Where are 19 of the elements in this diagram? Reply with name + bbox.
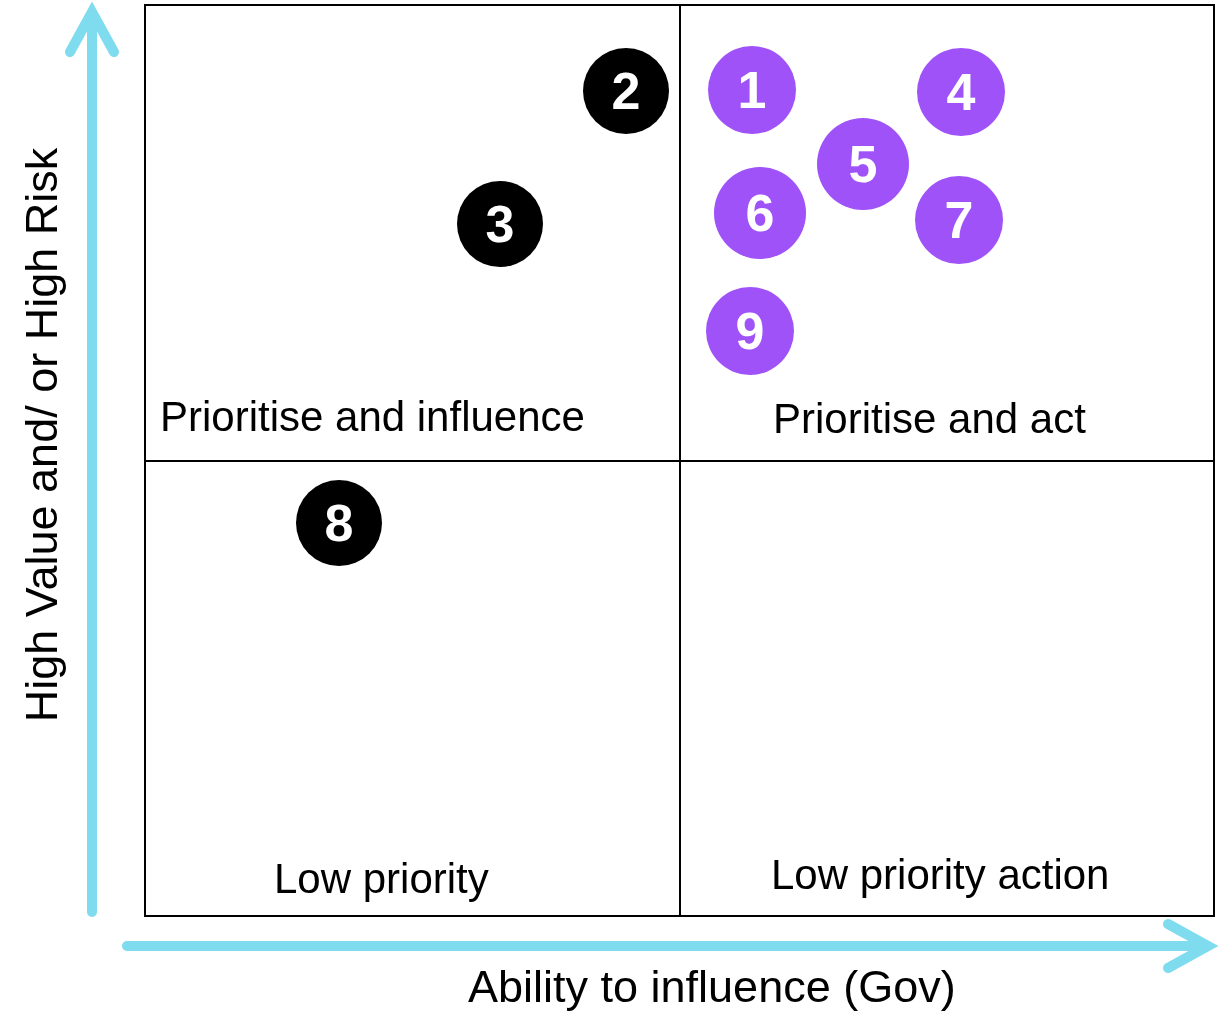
quadrant-box (679, 460, 1215, 917)
quadrant-label: Prioritise and act (773, 398, 1086, 440)
y-axis-title: High Value and/ or High Risk (17, 147, 67, 723)
numbered-circle: 8 (296, 480, 382, 566)
quadrant-box (679, 4, 1215, 462)
quadrant-label: Low priority action (771, 854, 1110, 896)
quadrant-label: Low priority (274, 858, 489, 900)
numbered-circle: 5 (817, 118, 909, 210)
numbered-circle: 2 (583, 48, 669, 134)
x-axis-title: Ability to influence (Gov) (468, 962, 956, 1012)
numbered-circle: 4 (917, 48, 1005, 136)
numbered-circle: 1 (708, 46, 796, 134)
quadrant-box (144, 4, 681, 462)
numbered-circle: 6 (714, 167, 806, 259)
quadrant-label: Prioritise and influence (160, 396, 585, 438)
numbered-circle: 7 (915, 176, 1003, 264)
numbered-circle: 3 (457, 181, 543, 267)
numbered-circle: 9 (706, 287, 794, 375)
quadrant-box (144, 460, 681, 917)
